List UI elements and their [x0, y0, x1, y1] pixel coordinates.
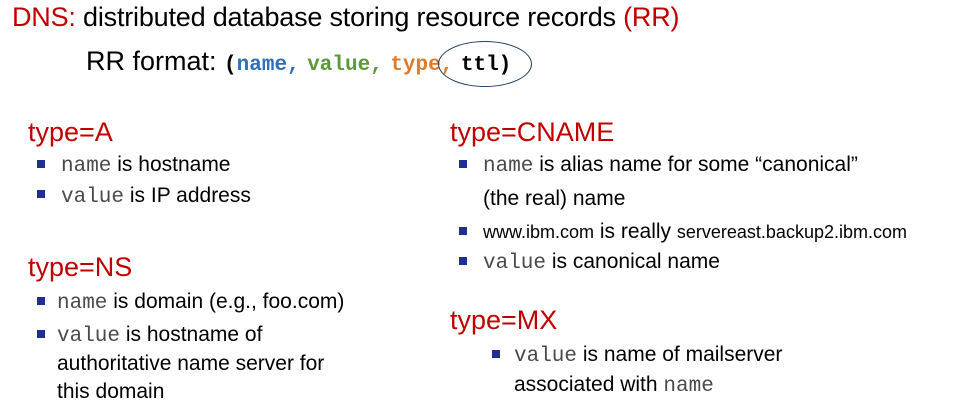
type-mx-item-value-cont: associated with name: [514, 373, 714, 398]
type-cname-item-name-cont: (the real) name: [483, 187, 626, 210]
heading-type-mx: type=MX: [450, 305, 558, 335]
bullet-icon: [37, 190, 45, 198]
bullet-icon: [459, 227, 467, 235]
type-ns-item-value-cont1: authoritative name server for: [57, 352, 325, 375]
title-text: distributed database storing resource re…: [83, 2, 616, 32]
rr-field-name: name,: [236, 54, 300, 77]
rr-field-type: type,: [390, 54, 454, 77]
heading-type-a: type=A: [28, 117, 113, 147]
bullet-icon: [492, 350, 500, 358]
bullet-icon: [459, 257, 467, 265]
type-cname-item-value: value is canonical name: [483, 250, 720, 275]
type-cname-item-name: name is alias name for some “canonical”: [483, 153, 858, 178]
slide-title: DNS: distributed database storing resour…: [12, 2, 680, 33]
type-cname-item-example: www.ibm.com is really servereast.backup2…: [483, 220, 907, 243]
title-prefix: DNS:: [12, 2, 76, 32]
title-suffix: (RR): [623, 2, 680, 32]
rr-format-label: RR format:: [86, 46, 217, 76]
type-a-item-name: name is hostname: [61, 153, 231, 178]
type-ns-item-name: name is domain (e.g., foo.com): [57, 290, 345, 315]
type-a-item-value: value is IP address: [61, 184, 251, 209]
heading-type-cname: type=CNAME: [450, 117, 615, 147]
type-highlight-oval: [438, 41, 532, 87]
rr-field-value: value,: [307, 54, 383, 77]
type-ns-item-value-cont2: this domain: [57, 380, 165, 403]
heading-type-ns: type=NS: [28, 252, 133, 282]
type-ns-item-value: value is hostname of: [57, 323, 263, 348]
bullet-icon: [459, 160, 467, 168]
type-mx-item-value: value is name of mailserver: [514, 343, 783, 368]
rr-open-paren: (: [224, 54, 237, 77]
bullet-icon: [37, 297, 45, 305]
bullet-icon: [37, 160, 45, 168]
bullet-icon: [37, 330, 45, 338]
